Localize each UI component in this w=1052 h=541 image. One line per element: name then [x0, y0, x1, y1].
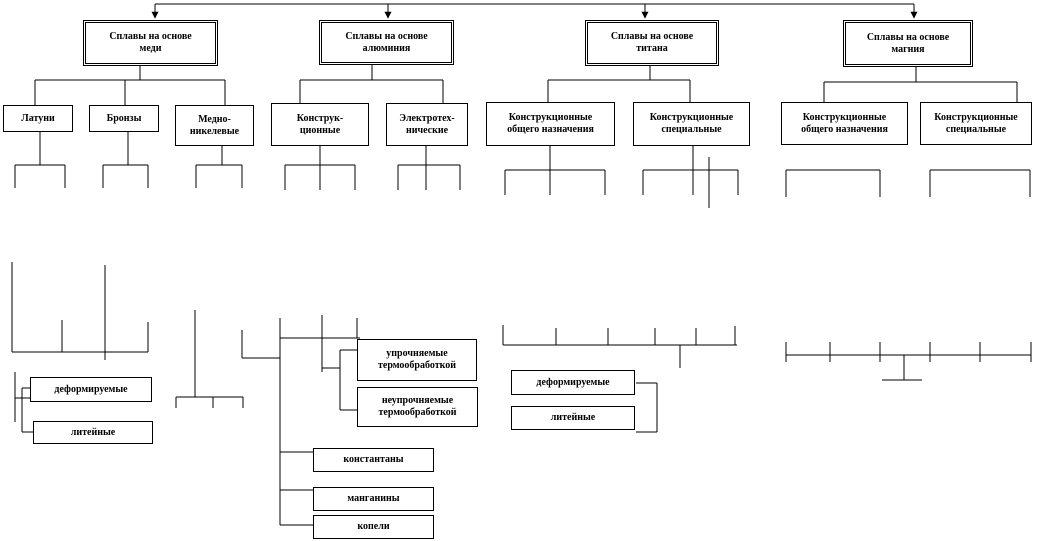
node-al-electrotech: Электротех- нические: [386, 103, 468, 146]
node-aluminum-alloys: Сплавы на основе алюминия: [319, 20, 454, 65]
node-copper-nickel: Медно- никелевые: [175, 105, 254, 146]
node-al-structural: Конструк- ционные: [271, 103, 369, 146]
node-ti-cast: литейные: [511, 406, 635, 430]
node-ti-general: Конструкционные общего назначения: [486, 102, 615, 146]
node-manganin: манганины: [313, 487, 434, 511]
node-constantan: константаны: [313, 448, 434, 472]
node-ti-special: Конструкционные специальные: [633, 102, 750, 146]
node-bronze: Бронзы: [89, 105, 159, 132]
node-al-hardened: упрочняемые термообработкой: [357, 339, 477, 381]
node-cu-wrought: деформируемые: [30, 377, 152, 402]
node-magnesium-alloys: Сплавы на основе магния: [843, 20, 973, 67]
node-cu-cast: литейные: [33, 421, 153, 444]
node-ti-wrought: деформируемые: [511, 370, 635, 395]
node-copper-alloys: Сплавы на основе меди: [83, 20, 218, 66]
node-kopel: копели: [313, 515, 434, 539]
node-mg-general: Конструкционные общего назначения: [781, 102, 908, 145]
node-mg-special: Конструкционные специальные: [920, 102, 1032, 145]
node-al-unhardened: неупрочняемые термообработкой: [357, 387, 478, 427]
node-brass: Латуни: [3, 105, 73, 132]
node-titanium-alloys: Сплавы на основе титана: [585, 20, 719, 66]
